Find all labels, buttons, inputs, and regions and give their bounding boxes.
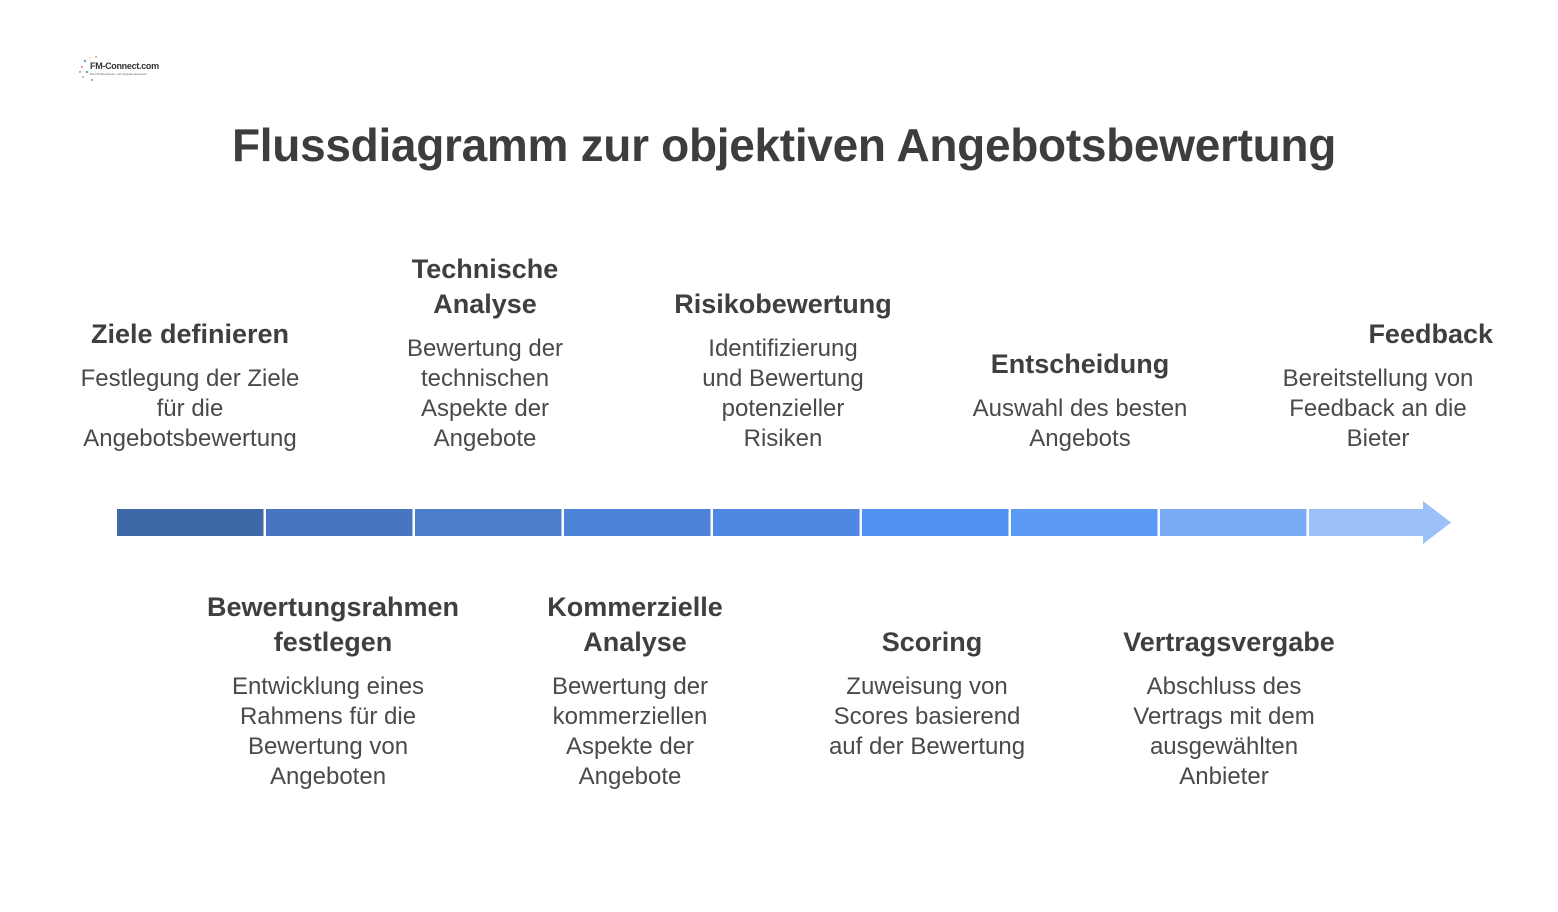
arrow-segment-3 bbox=[415, 509, 562, 536]
arrow-head-segment bbox=[1309, 501, 1451, 544]
step-heading: Ziele definieren bbox=[90, 319, 290, 349]
step-description: Bewertung der technischen Aspekte der An… bbox=[406, 335, 564, 452]
step-description: Auswahl des besten Angebots bbox=[972, 395, 1188, 452]
step-entscheidung: Entscheidung Auswahl des besten Angebots bbox=[950, 347, 1210, 454]
logo-text: FM-Connect.com bbox=[90, 61, 159, 71]
arrow-segment-5 bbox=[713, 509, 860, 536]
step-description: Entwicklung eines Rahmens für die Bewert… bbox=[231, 673, 425, 790]
step-heading: Kommerzielle Analyse bbox=[547, 592, 723, 657]
step-heading: Scoring bbox=[881, 627, 983, 657]
step-heading: Entscheidung bbox=[990, 349, 1170, 379]
step-heading: Vertragsvergabe bbox=[1123, 627, 1335, 657]
step-heading: Risikobewertung bbox=[674, 289, 892, 319]
step-technische-analyse: Technische Analyse Bewertung der technis… bbox=[355, 252, 615, 454]
step-scoring: Scoring Zuweisung von Scores basierend a… bbox=[802, 625, 1062, 762]
logo-graphic-icon bbox=[79, 56, 97, 81]
step-vertragsvergabe: Vertragsvergabe Abschluss des Vertrags m… bbox=[1099, 625, 1359, 792]
arrow-segment-2 bbox=[266, 509, 413, 536]
step-kommerzielle-analyse: Kommerzielle Analyse Bewertung der komme… bbox=[505, 590, 765, 792]
arrow-segment-4 bbox=[564, 509, 711, 536]
arrow-segment-7 bbox=[1011, 509, 1158, 536]
arrow-segment-8 bbox=[1160, 509, 1307, 536]
step-description: Bereitstellung von Feedback an die Biete… bbox=[1282, 365, 1474, 452]
step-description: Identifizierung und Bewertung potenziell… bbox=[702, 335, 864, 452]
step-heading: Technische Analyse bbox=[411, 254, 559, 319]
step-feedback: Feedback Bereitstellung von Feedback an … bbox=[1253, 317, 1513, 454]
step-description: Zuweisung von Scores basierend auf der B… bbox=[828, 673, 1026, 760]
step-description: Abschluss des Vertrags mit dem ausgewähl… bbox=[1133, 673, 1315, 790]
arrow-segment-1 bbox=[117, 509, 264, 536]
step-heading: Feedback bbox=[1368, 319, 1493, 349]
step-bewertungsrahmen-festlegen: Bewertungsrahmen festlegen Entwicklung e… bbox=[198, 590, 468, 792]
arrow-segment-6 bbox=[862, 509, 1009, 536]
step-description: Bewertung der kommerziellen Aspekte der … bbox=[551, 673, 709, 790]
step-heading: Bewertungsrahmen festlegen bbox=[206, 592, 460, 657]
logo: FM-Connect.com Die FM-Beratungs- und Ver… bbox=[78, 52, 159, 86]
step-risikobewertung: Risikobewertung Identifizierung und Bewe… bbox=[653, 287, 913, 454]
step-description: Festlegung der Ziele für die Angebotsbew… bbox=[80, 365, 300, 452]
page-title: Flussdiagramm zur objektiven Angebotsbew… bbox=[232, 119, 1336, 171]
step-ziele-definieren: Ziele definieren Festlegung der Ziele fü… bbox=[60, 317, 320, 454]
logo-subtitle: Die FM-Beratungs- und Vergabe Netzwerk bbox=[90, 72, 147, 76]
